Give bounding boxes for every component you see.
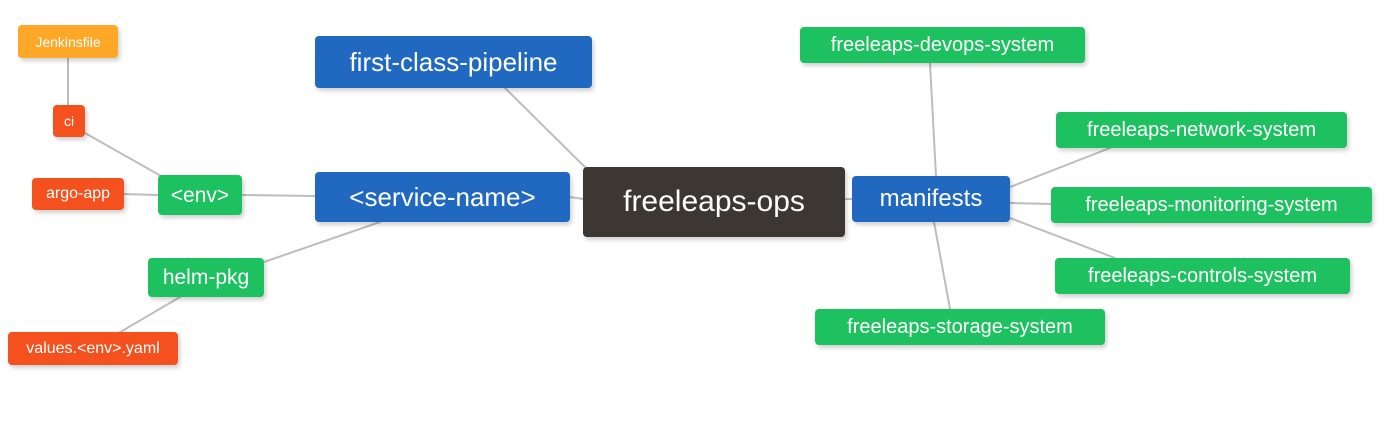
mindmap-node-controls-system[interactable]: freeleaps-controls-system (1055, 258, 1350, 294)
mindmap-node-jenkinsfile[interactable]: Jenkinsfile (18, 25, 118, 58)
edge-root-to-first-class-pipeline (504, 87, 599, 181)
mindmap-node-devops-system[interactable]: freeleaps-devops-system (800, 27, 1085, 63)
edge-root-to-service-name (569, 196, 584, 200)
mindmap-node-root[interactable]: freeleaps-ops (583, 167, 845, 237)
edge-manifests-to-controls-system (1009, 217, 1116, 259)
node-label: manifests (879, 185, 983, 212)
edge-env-to-ci (84, 132, 169, 181)
edge-service-name-to-helm-pkg (263, 221, 381, 263)
node-label: first-class-pipeline (349, 47, 558, 77)
mindmap-node-manifests[interactable]: manifests (852, 176, 1010, 222)
edge-manifests-to-storage-system (933, 221, 951, 310)
node-label: freeleaps-network-system (1087, 119, 1316, 141)
mindmap-node-env[interactable]: <env> (158, 175, 242, 215)
node-label: freeleaps-devops-system (830, 34, 1055, 56)
edge-manifests-to-network-system (1009, 147, 1111, 188)
edge-manifests-to-monitoring-system (1009, 202, 1052, 205)
node-label: freeleaps-storage-system (847, 316, 1073, 338)
edge-manifests-to-devops-system (929, 62, 937, 177)
node-label: freeleaps-controls-system (1088, 265, 1317, 287)
edge-helm-pkg-to-values-yaml (116, 296, 181, 335)
mindmap-node-values-yaml[interactable]: values.<env>.yaml (8, 332, 178, 365)
mindmap-node-monitoring-system[interactable]: freeleaps-monitoring-system (1051, 187, 1372, 223)
mindmap-node-argo-app[interactable]: argo-app (32, 178, 124, 210)
mindmap-node-first-class-pipeline[interactable]: first-class-pipeline (315, 36, 592, 88)
mindmap-node-service-name[interactable]: <service-name> (315, 172, 570, 222)
node-label: ci (63, 113, 75, 129)
node-label: <service-name> (349, 182, 536, 212)
mindmap-node-network-system[interactable]: freeleaps-network-system (1056, 112, 1347, 148)
node-label: <env> (170, 183, 230, 207)
edge-service-name-to-env (241, 194, 316, 197)
node-label: argo-app (45, 185, 111, 202)
node-label: values.<env>.yaml (26, 339, 160, 357)
mindmap-node-ci[interactable]: ci (53, 105, 85, 137)
node-label: freeleaps-monitoring-system (1085, 194, 1338, 216)
mindmap-node-helm-pkg[interactable]: helm-pkg (148, 258, 264, 297)
node-label: helm-pkg (162, 266, 250, 289)
edge-env-to-argo-app (123, 193, 159, 196)
node-label: Jenkinsfile (35, 33, 101, 50)
node-label: freeleaps-ops (623, 185, 805, 218)
mindmap-node-storage-system[interactable]: freeleaps-storage-system (815, 309, 1105, 345)
